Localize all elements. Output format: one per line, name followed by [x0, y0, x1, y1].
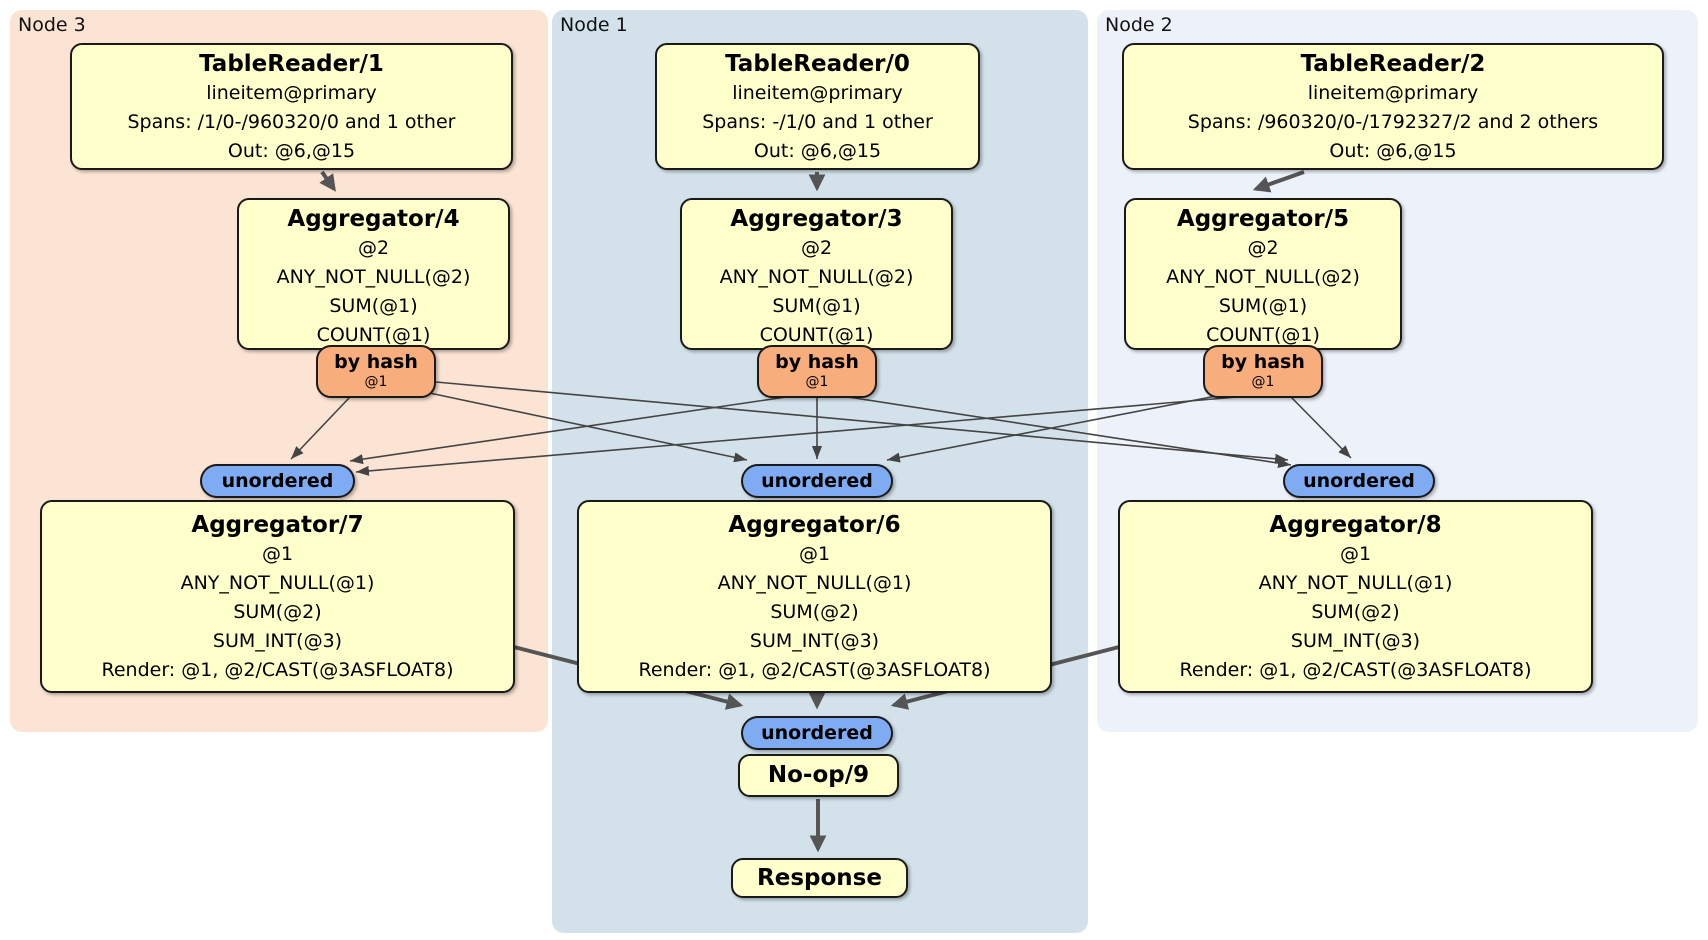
node2-label: Node 2	[1105, 14, 1173, 36]
tablereader-0-line: Spans: -/1/0 and 1 other	[702, 111, 933, 133]
aggregator-3-title: Aggregator/3	[730, 206, 903, 232]
tablereader-0-title: TableReader/0	[725, 51, 910, 77]
tablereader-2-line: Out: @6,@15	[1329, 140, 1457, 162]
aggregator-6-line: ANY_NOT_NULL(@1)	[717, 572, 912, 594]
aggregator-4-line: @2	[357, 237, 390, 259]
tablereader-1-line: Spans: /1/0-/960320/0 and 1 other	[127, 111, 456, 133]
router-detail: @1	[805, 374, 829, 390]
aggregator-3-line: SUM(@1)	[772, 295, 861, 317]
edge	[1290, 396, 1352, 459]
aggregator-3-line: @2	[800, 237, 833, 259]
aggregator-4-box: Aggregator/4 @2 ANY_NOT_NULL(@2) SUM(@1)…	[237, 198, 510, 350]
aggregator-8-line: SUM_INT(@3)	[1290, 630, 1421, 652]
tablereader-0-line: Out: @6,@15	[753, 140, 882, 162]
edge	[886, 390, 1243, 463]
tablereader-1-title: TableReader/1	[199, 51, 384, 77]
edge	[290, 396, 351, 460]
router-detail: @1	[364, 374, 388, 390]
sync-unordered-node1: unordered	[741, 464, 893, 498]
aggregator-5-line: SUM(@1)	[1218, 295, 1308, 317]
sync-unordered-node3: unordered	[200, 464, 355, 498]
router-label: by hash	[334, 351, 418, 373]
aggregator-6-line: Render: @1, @2/CAST(@3ASFLOAT8)	[638, 659, 991, 681]
sync-unordered-node2: unordered	[1283, 464, 1435, 498]
edge	[419, 390, 748, 463]
sync-unordered-final: unordered	[741, 716, 893, 750]
tablereader-0-box: TableReader/0 lineitem@primary Spans: -/…	[655, 43, 980, 170]
tablereader-2-line: Spans: /960320/0-/1792327/2 and 2 others	[1187, 111, 1599, 133]
aggregator-5-line: ANY_NOT_NULL(@2)	[1166, 266, 1360, 288]
edge	[349, 396, 787, 465]
aggregator-3-line: COUNT(@1)	[759, 324, 874, 346]
aggregator-6-title: Aggregator/6	[728, 512, 901, 538]
aggregator-6-line: SUM_INT(@3)	[749, 630, 880, 652]
router-label: by hash	[775, 351, 859, 373]
router-label: by hash	[1221, 351, 1305, 373]
aggregator-7-line: ANY_NOT_NULL(@1)	[180, 572, 375, 594]
aggregator-7-line: SUM_INT(@3)	[212, 630, 343, 652]
aggregator-8-line: SUM(@2)	[1311, 601, 1400, 623]
aggregator-7-box: Aggregator/7 @1 ANY_NOT_NULL(@1) SUM(@2)…	[40, 500, 515, 693]
aggregator-6-line: SUM(@2)	[770, 601, 859, 623]
edge	[1252, 170, 1305, 193]
response-title: Response	[757, 864, 882, 891]
tablereader-1-line: Out: @6,@15	[227, 140, 356, 162]
aggregator-7-title: Aggregator/7	[191, 512, 364, 538]
aggregator-7-line: Render: @1, @2/CAST(@3ASFLOAT8)	[101, 659, 454, 681]
noop-box: No-op/9	[738, 754, 899, 797]
aggregator-8-line: ANY_NOT_NULL(@1)	[1258, 572, 1453, 594]
edge	[435, 381, 1289, 464]
response-box: Response	[731, 858, 908, 898]
aggregator-8-line: Render: @1, @2/CAST(@3ASFLOAT8)	[1179, 659, 1532, 681]
node1-label: Node 1	[560, 14, 628, 36]
aggregator-8-box: Aggregator/8 @1 ANY_NOT_NULL(@1) SUM(@2)…	[1118, 500, 1593, 693]
tablereader-2-title: TableReader/2	[1300, 51, 1486, 77]
tablereader-0-line: lineitem@primary	[732, 82, 903, 104]
tablereader-2-line: lineitem@primary	[1307, 82, 1479, 104]
aggregator-4-title: Aggregator/4	[287, 206, 460, 232]
noop-title: No-op/9	[767, 762, 870, 788]
aggregator-3-box: Aggregator/3 @2 ANY_NOT_NULL(@2) SUM(@1)…	[680, 198, 953, 350]
aggregator-3-line: ANY_NOT_NULL(@2)	[719, 266, 914, 288]
aggregator-7-line: SUM(@2)	[233, 601, 322, 623]
edge	[319, 170, 336, 192]
aggregator-5-line: COUNT(@1)	[1206, 324, 1320, 346]
aggregator-4-line: COUNT(@1)	[316, 324, 431, 346]
tablereader-1-line: lineitem@primary	[206, 82, 377, 104]
aggregator-4-line: ANY_NOT_NULL(@2)	[276, 266, 471, 288]
tablereader-2-box: TableReader/2 lineitem@primary Spans: /9…	[1122, 43, 1664, 170]
edge	[847, 396, 1292, 469]
router-detail: @1	[1251, 374, 1275, 390]
aggregator-5-title: Aggregator/5	[1176, 206, 1350, 232]
aggregator-8-line: @1	[1339, 543, 1372, 565]
aggregator-6-line: @1	[798, 543, 831, 565]
edge	[355, 396, 1238, 476]
router-sync-mesh	[290, 381, 1352, 476]
aggregator-5-line: @2	[1247, 237, 1279, 259]
aggregator-8-title: Aggregator/8	[1269, 512, 1442, 538]
aggregator-4-line: SUM(@1)	[329, 295, 418, 317]
aggregator-7-line: @1	[261, 543, 294, 565]
tablereader-1-box: TableReader/1 lineitem@primary Spans: /1…	[70, 43, 513, 170]
aggregator-5-box: Aggregator/5 @2 ANY_NOT_NULL(@2) SUM(@1)…	[1124, 198, 1402, 350]
router-by-hash-node3: by hash @1	[316, 345, 436, 398]
router-by-hash-node1: by hash @1	[757, 345, 877, 398]
node3-label: Node 3	[18, 14, 86, 36]
router-by-hash-node2: by hash @1	[1203, 345, 1323, 398]
aggregator-6-box: Aggregator/6 @1 ANY_NOT_NULL(@1) SUM(@2)…	[577, 500, 1052, 693]
